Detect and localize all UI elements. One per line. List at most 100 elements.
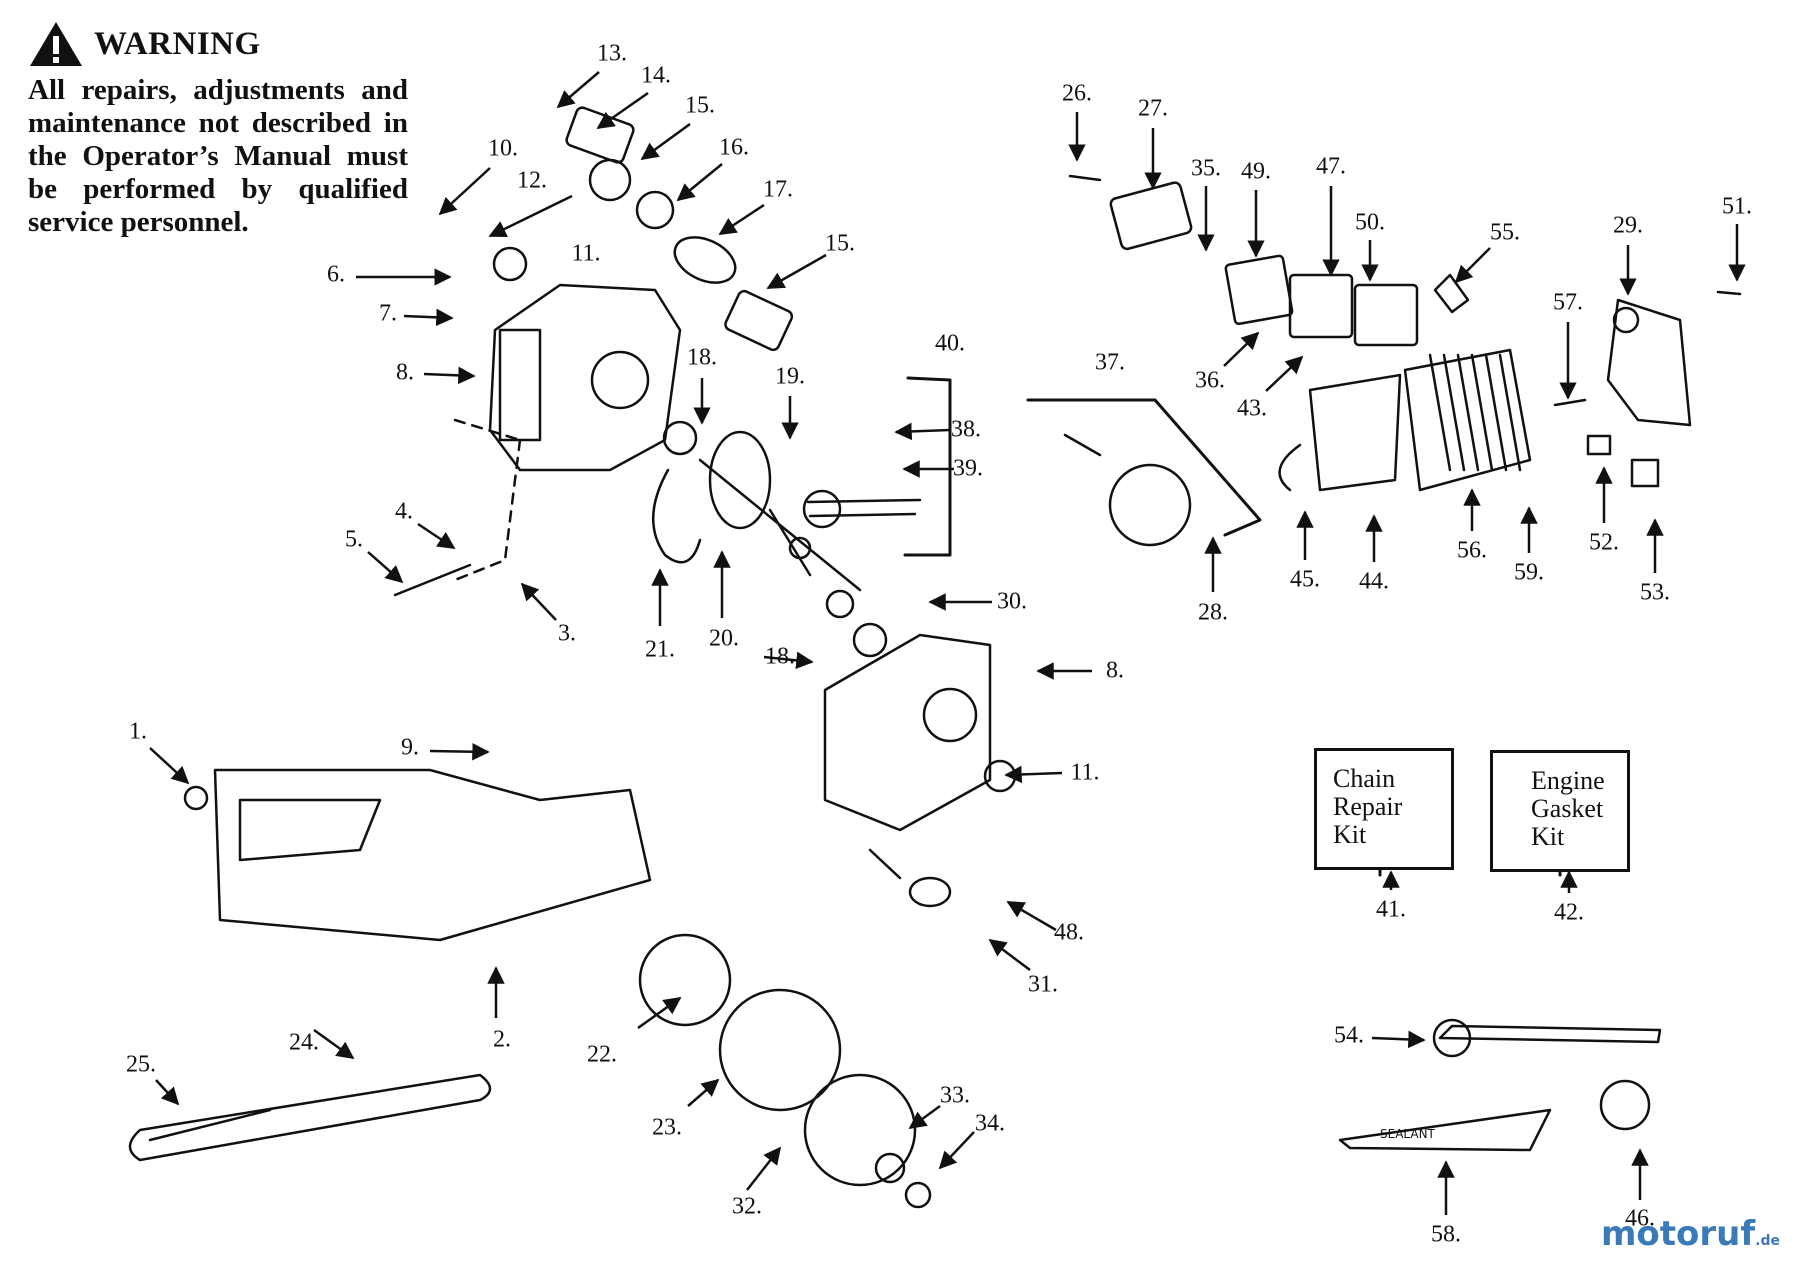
side-plate-hole xyxy=(1612,306,1640,334)
part-number-label: 18. xyxy=(687,344,717,371)
part-number-label: 17. xyxy=(763,176,793,203)
part-number-label: 15. xyxy=(825,230,855,257)
leader-arrow xyxy=(556,71,600,109)
crankcase-half-lower xyxy=(823,633,992,832)
clutch-shoe xyxy=(638,933,732,1027)
leader-arrow xyxy=(1454,247,1491,284)
part-number-label: 41. xyxy=(1376,896,1406,923)
clutch-plate xyxy=(718,988,842,1112)
part-number-label: 25. xyxy=(126,1051,156,1078)
part-number-label: 39. xyxy=(953,455,983,482)
leader-arrow xyxy=(763,651,814,670)
part-number-label: 54. xyxy=(1334,1022,1364,1049)
leader-arrow xyxy=(640,122,691,161)
part-number-label: 46. xyxy=(1625,1205,1655,1232)
filter-screen xyxy=(635,190,675,230)
leader-arrow xyxy=(766,253,827,290)
seal-ring xyxy=(492,246,528,282)
part-number-label: 4. xyxy=(395,498,413,525)
crankshaft-pin xyxy=(788,536,812,560)
part-number-label: 28. xyxy=(1198,599,1228,626)
part-number-label: 50. xyxy=(1355,209,1385,236)
leader-arrow xyxy=(403,308,454,327)
part-number-label: 59. xyxy=(1514,559,1544,586)
cylinder-fin xyxy=(1470,353,1494,472)
part-number-label: 31. xyxy=(1028,971,1058,998)
leader-arrow xyxy=(520,582,557,621)
crankshaft-web xyxy=(708,430,772,530)
retaining-ring xyxy=(652,468,702,564)
leader-arrow xyxy=(417,522,456,550)
brand-suffix: .de xyxy=(1755,1233,1780,1249)
bearing-lower xyxy=(852,622,888,658)
part-number-label: 27. xyxy=(1138,95,1168,122)
leader-arrow xyxy=(488,194,573,238)
part-number-label: 45. xyxy=(1290,566,1320,593)
cylinder-fin xyxy=(1442,353,1466,472)
wrench xyxy=(1438,1024,1662,1044)
part-number-label: 48. xyxy=(1054,919,1084,946)
part-number-label: 30. xyxy=(997,588,1027,615)
guide-bar xyxy=(128,1073,492,1162)
part-number-label: 43. xyxy=(1237,395,1267,422)
leader-arrow xyxy=(1004,765,1063,784)
part-number-label: 16. xyxy=(719,134,749,161)
part-number-label: 53. xyxy=(1640,579,1670,606)
plate-screw xyxy=(1716,290,1742,296)
part-number-label: 55. xyxy=(1490,219,1520,246)
side-plate xyxy=(1606,298,1692,427)
warning-text: All repairs, adjustments and maintenance… xyxy=(28,74,408,238)
engine-gasket-kit-box: Engine Gasket Kit xyxy=(1490,750,1630,872)
part-number-label: 40. xyxy=(935,330,965,357)
part-number-label: 14. xyxy=(641,62,671,89)
cylinder xyxy=(1403,348,1532,492)
kit-line: Kit xyxy=(1333,820,1367,849)
part-number-label: 8. xyxy=(396,359,414,386)
screw-48 xyxy=(868,848,902,880)
part-number-label: 51. xyxy=(1722,193,1752,220)
wrist-pin xyxy=(1063,433,1102,457)
leader-arrow xyxy=(637,996,682,1030)
part-number-label: 7. xyxy=(379,300,397,327)
needle-bearing xyxy=(874,1152,906,1184)
kit-line: Engine xyxy=(1531,766,1605,795)
fuel-pump-body xyxy=(673,236,737,284)
cylinder-fin xyxy=(1428,353,1452,472)
sealant-tube xyxy=(1338,1108,1552,1152)
part-number-label: 20. xyxy=(709,625,739,652)
leader-arrow xyxy=(367,551,404,584)
washer xyxy=(904,1181,932,1209)
part-number-label: 18. xyxy=(765,643,795,670)
leader-arrow xyxy=(1223,331,1260,367)
bracket-40 xyxy=(903,376,952,557)
part-number-label: 13. xyxy=(597,40,627,67)
long-screw xyxy=(393,563,472,597)
part-number-label: 35. xyxy=(1191,155,1221,182)
kit-line: Repair xyxy=(1333,792,1403,821)
part-number-label: 32. xyxy=(732,1193,762,1220)
leader-arrow xyxy=(438,167,491,216)
piston xyxy=(1108,463,1192,547)
part-number-label: 57. xyxy=(1553,289,1583,316)
leader-arrow xyxy=(1265,355,1304,392)
warning-title: WARNING xyxy=(94,25,261,62)
warning-block: WARNING All repairs, adjustments and mai… xyxy=(28,20,428,239)
bumper-nut xyxy=(1586,434,1612,456)
part-number-label: 33. xyxy=(940,1082,970,1109)
leader-arrow xyxy=(908,1104,941,1130)
carburetor-cover xyxy=(724,289,794,352)
part-number-label: 3. xyxy=(558,620,576,647)
part-number-label: 47. xyxy=(1316,153,1346,180)
brand-name: motoruf xyxy=(1600,1214,1756,1254)
part-number-label: 36. xyxy=(1195,367,1225,394)
leader-arrow xyxy=(988,938,1031,971)
sealant-label: SEALANT xyxy=(1380,1127,1436,1141)
part-number-label: 42. xyxy=(1554,899,1584,926)
cylinder-gasket xyxy=(1308,373,1402,492)
leader-arrow xyxy=(429,742,490,761)
part-number-label: 56. xyxy=(1457,537,1487,564)
brand-logo: motoruf.de xyxy=(1601,1214,1780,1254)
connecting-rod xyxy=(806,498,922,518)
